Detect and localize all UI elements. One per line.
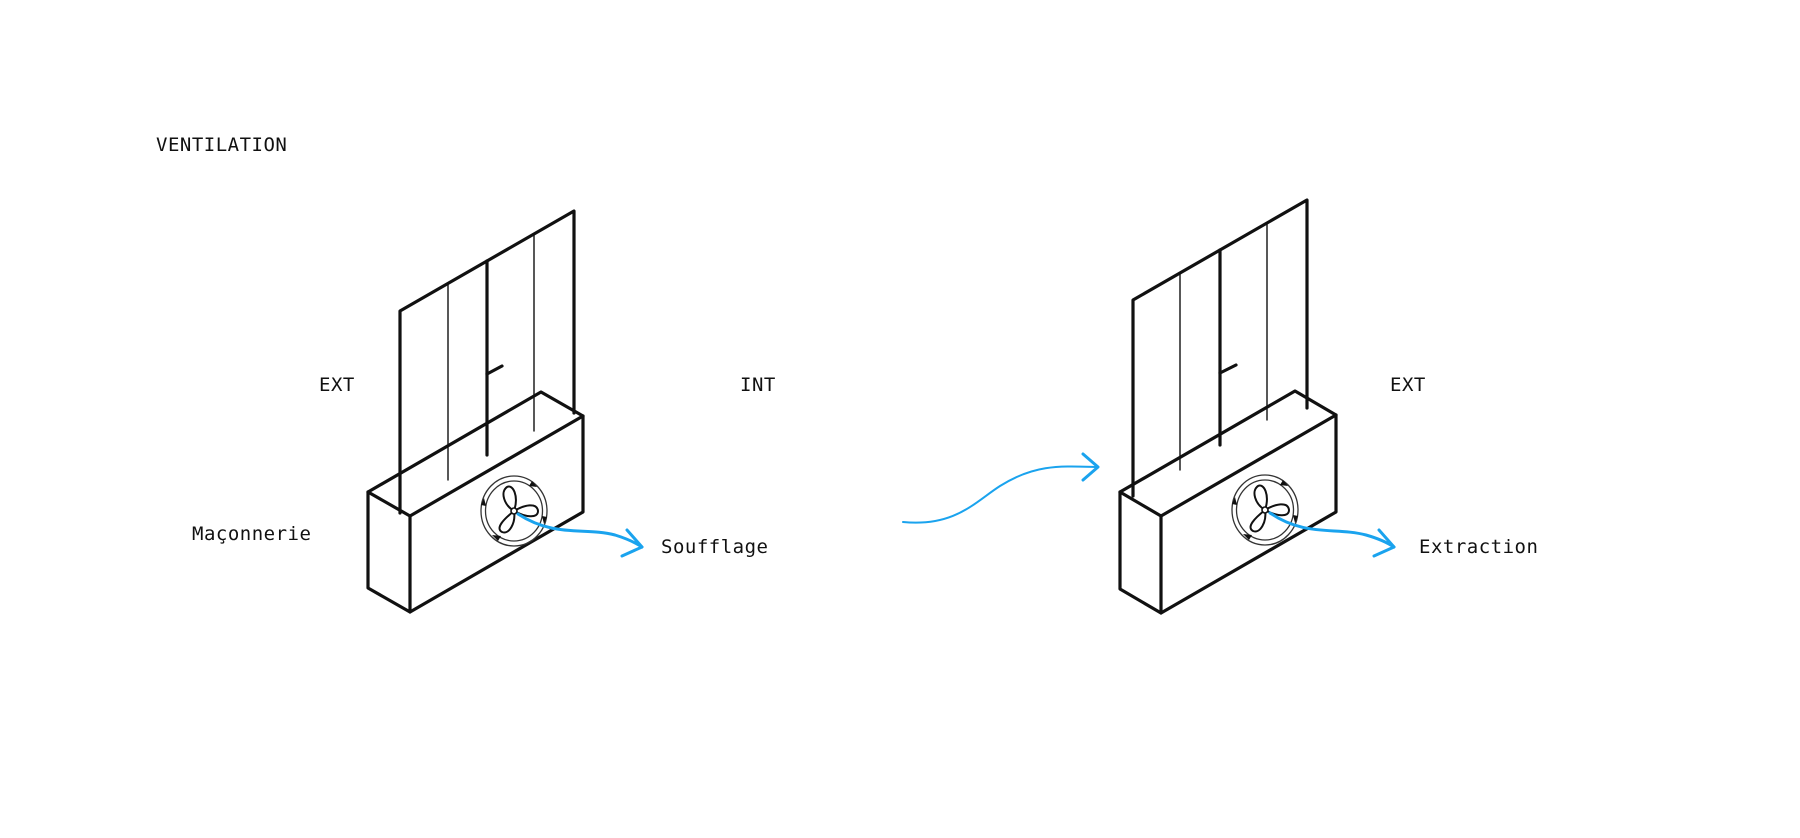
fan-icon	[480, 475, 548, 547]
right-ventilation-unit: EXT Extraction	[1118, 198, 1538, 615]
right-ext-label: EXT	[1390, 374, 1426, 396]
masonry-label: Maçonnerie	[192, 523, 311, 545]
left-ventilation-unit: EXT INT Maçonnerie Soufflage	[192, 209, 776, 614]
supply-airflow-arrow-icon	[516, 512, 644, 558]
right-masonry-block	[1118, 389, 1338, 615]
right-window-panel	[1131, 198, 1309, 498]
diagram-title: VENTILATION	[156, 134, 287, 156]
incoming-airflow-arrow-icon	[902, 452, 1100, 524]
extract-air-label: Extraction	[1419, 536, 1538, 558]
left-int-label: INT	[740, 374, 776, 396]
fan-icon	[1231, 474, 1299, 546]
left-window-panel	[398, 209, 576, 515]
supply-air-label: Soufflage	[661, 536, 768, 558]
left-ext-label: EXT	[319, 374, 355, 396]
extract-airflow-arrow-icon	[1268, 511, 1396, 558]
left-masonry-block	[366, 390, 585, 614]
